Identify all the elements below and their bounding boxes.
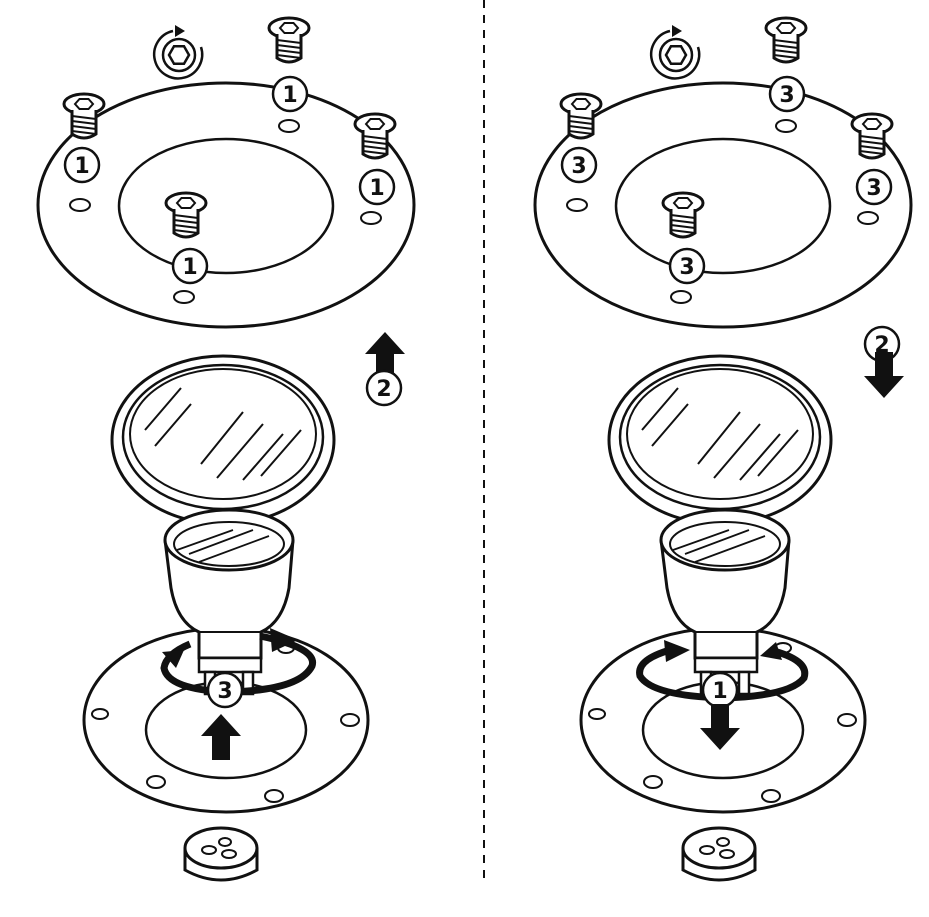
glass-lens xyxy=(110,354,336,526)
svg-text:1: 1 xyxy=(282,83,297,108)
step-badge: 3 xyxy=(855,168,893,206)
ring-plate xyxy=(36,81,416,329)
svg-text:3: 3 xyxy=(217,679,232,704)
svg-text:3: 3 xyxy=(679,255,694,280)
svg-text:3: 3 xyxy=(571,154,586,179)
hex-screw-icon xyxy=(267,16,311,64)
step-badge-lens: 2 xyxy=(365,369,403,407)
step-badge-bulb: 1 xyxy=(701,671,739,709)
step-badge: 1 xyxy=(358,168,396,206)
panel-removal: 1 1 1 1 2 3 xyxy=(36,16,416,882)
step-badge: 3 xyxy=(560,146,598,184)
step-badge-bulb: 3 xyxy=(206,671,244,709)
ring-plate xyxy=(533,81,913,329)
svg-text:1: 1 xyxy=(712,679,727,704)
svg-text:1: 1 xyxy=(369,176,384,201)
svg-text:3: 3 xyxy=(779,83,794,108)
svg-text:3: 3 xyxy=(866,176,881,201)
svg-text:2: 2 xyxy=(874,333,889,358)
step-badge: 3 xyxy=(668,247,706,285)
socket-connector xyxy=(681,826,757,882)
socket-connector xyxy=(183,826,259,882)
step-badge: 3 xyxy=(768,75,806,113)
step-badge: 1 xyxy=(63,146,101,184)
step-badge: 1 xyxy=(271,75,309,113)
rotate-icon xyxy=(649,23,701,80)
svg-text:1: 1 xyxy=(74,154,89,179)
svg-text:2: 2 xyxy=(376,377,391,402)
panel-installation: 3 3 3 3 2 1 xyxy=(533,16,913,882)
hex-screw-icon xyxy=(764,16,808,64)
svg-text:1: 1 xyxy=(182,255,197,280)
rotate-icon xyxy=(152,23,204,80)
glass-lens xyxy=(607,354,833,526)
arrow-down-icon xyxy=(864,352,904,398)
step-badge: 1 xyxy=(171,247,209,285)
